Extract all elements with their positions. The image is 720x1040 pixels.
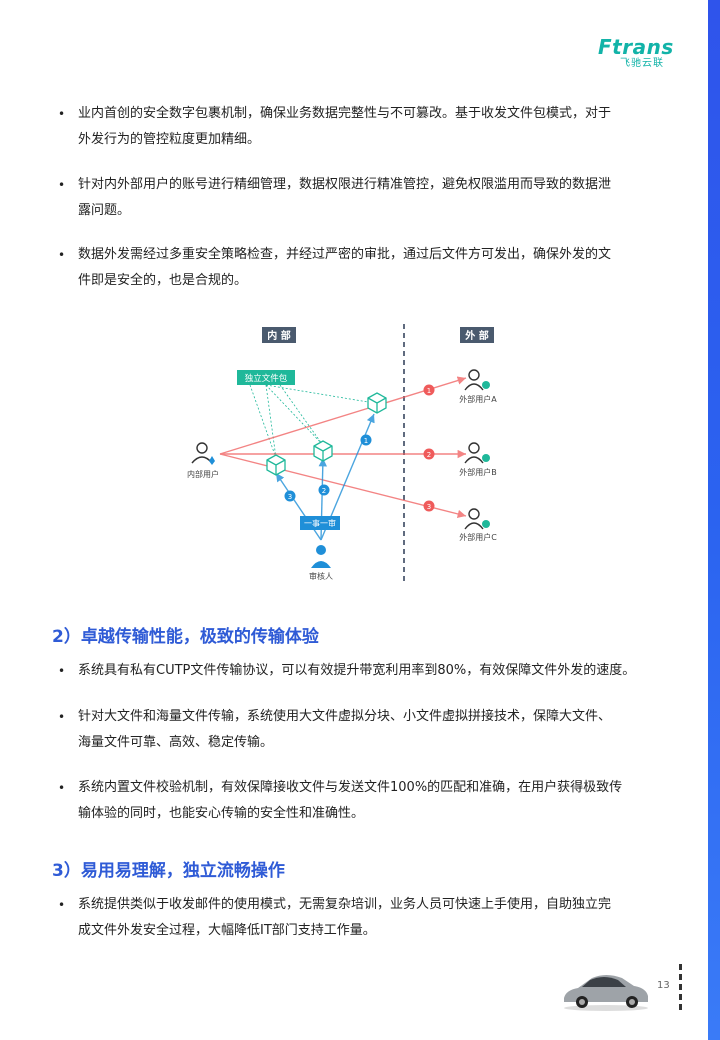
side-accent-bar xyxy=(708,0,720,1040)
list-item: • 系统提供类似于收发邮件的使用模式，无需复杂培训，业务人员可快速上手使用，自助… xyxy=(58,892,611,944)
step-marker-red-3: 3 xyxy=(423,500,435,512)
package-label: 独立文件包 xyxy=(245,373,288,384)
external-user-a-label: 外部用户A xyxy=(459,394,497,404)
internal-user-label: 内部用户 xyxy=(187,469,219,479)
section-heading: 2）卓越传输性能，极致的传输体验 xyxy=(52,627,319,647)
svg-text:2: 2 xyxy=(427,451,431,459)
external-user-b-icon xyxy=(464,442,490,464)
package-icon xyxy=(266,454,286,476)
external-user-c-icon xyxy=(464,508,490,530)
step-marker-red-2: 2 xyxy=(423,448,435,460)
svg-text:3: 3 xyxy=(427,503,431,511)
external-label: 外 部 xyxy=(464,329,488,342)
svg-text:3: 3 xyxy=(288,493,292,501)
bullet-dot: • xyxy=(58,178,66,192)
approver-label: 审核人 xyxy=(309,571,333,581)
svg-text:1: 1 xyxy=(364,437,368,445)
external-user-a-icon xyxy=(464,369,490,391)
external-label-box: 外 部 xyxy=(460,327,494,343)
package-icon xyxy=(367,392,387,414)
brand-subtitle: 飞驰云联 xyxy=(620,58,664,69)
approver-icon xyxy=(311,545,331,568)
bullet-line: 海量文件可靠、高效、稳定传输。 xyxy=(78,735,274,750)
internal-label: 内 部 xyxy=(267,329,290,342)
bullet-line: 针对内外部用户的账号进行精细管理，数据权限进行精准管控，避免权限滥用而导致的数据… xyxy=(78,177,612,192)
bullet-dot: • xyxy=(58,781,66,795)
svg-text:2: 2 xyxy=(322,487,326,495)
list-item: • 数据外发需经过多重安全策略检查，并经过严密的审批，通过后文件方可发出，确保外… xyxy=(58,242,611,294)
list-item: • 业内首创的安全数字包裹机制，确保业务数据完整性与不可篡改。基于收发文件包模式… xyxy=(58,101,611,153)
brand-logo: Ftrans 飞驰云联 xyxy=(598,36,690,72)
step-marker-blue-3: 3 xyxy=(284,490,296,502)
list-item: • 系统内置文件校验机制，有效保障接收文件与发送文件100%的匹配和准确，在用户… xyxy=(58,775,622,827)
page-number: 13 xyxy=(657,980,670,991)
approval-box-label: 一事一审 xyxy=(304,518,336,528)
package-label-box: 独立文件包 xyxy=(237,370,295,385)
bullet-dot: • xyxy=(58,710,66,724)
step-marker-blue-2: 2 xyxy=(318,484,330,496)
bullet-line: 系统具有私有CUTP文件传输协议，可以有效提升带宽利用率到80%，有效保障文件外… xyxy=(78,663,636,678)
bullet-line: 件即是安全的，也是合规的。 xyxy=(78,273,248,288)
internal-user-icon xyxy=(191,442,213,464)
transfer-diagram: 内 部 外 部 独立文件包 xyxy=(180,318,510,588)
bullet-line: 输体验的同时，也能安心传输的安全性和准确性。 xyxy=(78,806,365,821)
bullet-dot: • xyxy=(58,898,66,912)
external-user-b-label: 外部用户B xyxy=(459,467,497,477)
package-icon xyxy=(313,440,333,462)
brand-name: Ftrans xyxy=(598,35,674,59)
bullet-dot: • xyxy=(58,664,66,678)
section-heading: 3）易用易理解，独立流畅操作 xyxy=(52,861,285,881)
bullet-line: 外发行为的管控粒度更加精细。 xyxy=(78,132,261,147)
bullet-line: 系统提供类似于收发邮件的使用模式，无需复杂培训，业务人员可快速上手使用，自助独立… xyxy=(78,897,612,912)
bullet-line: 业内首创的安全数字包裹机制，确保业务数据完整性与不可篡改。基于收发文件包模式，对… xyxy=(78,106,612,121)
internal-label-box: 内 部 xyxy=(262,327,296,343)
bullet-line: 露问题。 xyxy=(78,203,131,218)
bullet-line: 成文件外发安全过程，大幅降低IT部门支持工作量。 xyxy=(78,923,376,938)
bullet-line: 系统内置文件校验机制，有效保障接收文件与发送文件100%的匹配和准确，在用户获得… xyxy=(78,780,623,795)
bullet-line: 针对大文件和海量文件传输，系统使用大文件虚拟分块、小文件虚拟拼接技术，保障大文件… xyxy=(78,709,612,724)
approval-box: 一事一审 xyxy=(300,516,340,530)
step-marker-red-1: 1 xyxy=(423,384,435,396)
bullet-dot: • xyxy=(58,248,66,262)
svg-text:1: 1 xyxy=(427,387,431,395)
car-illustration xyxy=(560,966,652,1012)
external-user-c-label: 外部用户C xyxy=(459,532,497,542)
step-marker-blue-1: 1 xyxy=(360,434,372,446)
page-dash-mark xyxy=(679,964,682,1014)
list-item: • 针对大文件和海量文件传输，系统使用大文件虚拟分块、小文件虚拟拼接技术，保障大… xyxy=(58,704,611,756)
list-item: • 系统具有私有CUTP文件传输协议，可以有效提升带宽利用率到80%，有效保障文… xyxy=(58,658,635,684)
list-item: • 针对内外部用户的账号进行精细管理，数据权限进行精准管控，避免权限滥用而导致的… xyxy=(58,172,611,224)
bullet-line: 数据外发需经过多重安全策略检查，并经过严密的审批，通过后文件方可发出，确保外发的… xyxy=(78,247,612,262)
bullet-dot: • xyxy=(58,107,66,121)
